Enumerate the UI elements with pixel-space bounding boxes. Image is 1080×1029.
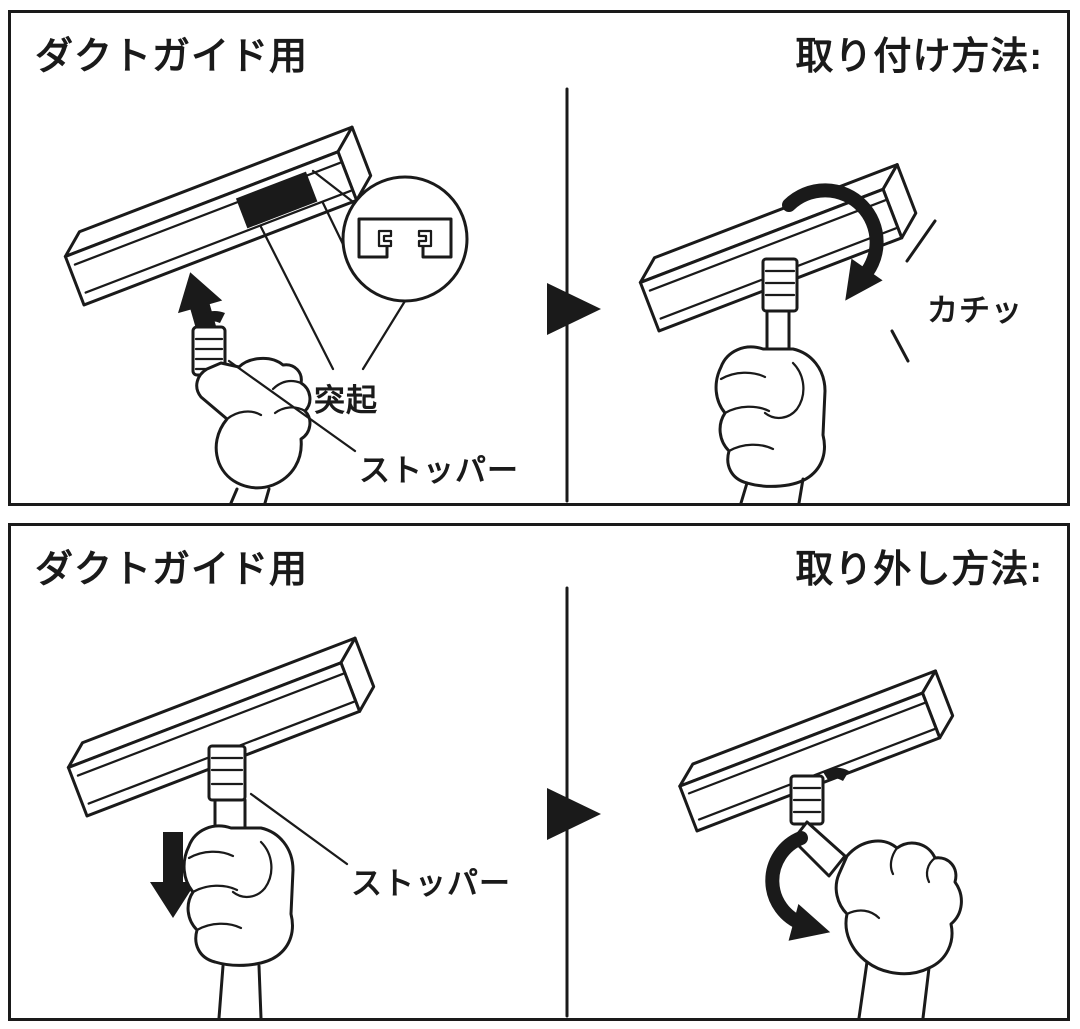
rail-illustration	[63, 125, 373, 307]
click-sound-label: カチッ	[927, 293, 1023, 328]
stopper-label: ストッパー	[359, 453, 519, 488]
protrusion-detail-right	[417, 229, 433, 248]
rotate-arrow-icon	[782, 183, 884, 301]
protrusion-detail-left	[377, 229, 393, 248]
panel-title-remove-method: 取り外し方法:	[795, 549, 1043, 591]
panel-title-duct-guide: ダクトガイド用	[35, 549, 309, 591]
install-figure	[63, 87, 937, 503]
hand-illustration	[195, 357, 312, 503]
slot-opening	[235, 171, 318, 229]
panel-title-duct-guide: ダクトガイド用	[35, 36, 309, 78]
stopper-illustration	[761, 257, 799, 313]
stopper-lever	[197, 311, 225, 325]
hand-illustration	[182, 824, 295, 1018]
stopper-lever	[823, 767, 849, 781]
hand-illustration	[714, 345, 827, 503]
install-panel: ダクトガイド用 取り付け方法:	[8, 10, 1070, 506]
rail-illustration	[678, 669, 955, 833]
leader-line-protrusion-circle	[361, 299, 407, 371]
leader-line-stopper	[249, 792, 349, 866]
stopper-shaft	[765, 309, 791, 353]
remove-figure	[66, 586, 963, 1018]
down-arrow-icon	[150, 832, 196, 918]
leader-line-protrusion-slot	[259, 225, 335, 371]
panel-title-install-method: 取り付け方法:	[795, 36, 1043, 78]
click-emphasis-marks	[890, 219, 937, 363]
rail-illustration	[66, 636, 376, 818]
protrusion-label: 突起	[314, 383, 378, 418]
stopper-illustration	[789, 767, 849, 826]
stopper-label: ストッパー	[351, 866, 511, 901]
remove-panel: ダクトガイド用 取り外し方法:	[8, 523, 1070, 1021]
stopper-illustration	[207, 744, 247, 802]
step-arrow-icon	[547, 283, 601, 335]
leader-line-stopper	[227, 359, 357, 453]
rotate-arrow-icon	[765, 831, 831, 941]
step-arrow-icon	[547, 788, 601, 840]
hand-illustration	[791, 820, 963, 1018]
stopper-illustration	[191, 311, 227, 377]
